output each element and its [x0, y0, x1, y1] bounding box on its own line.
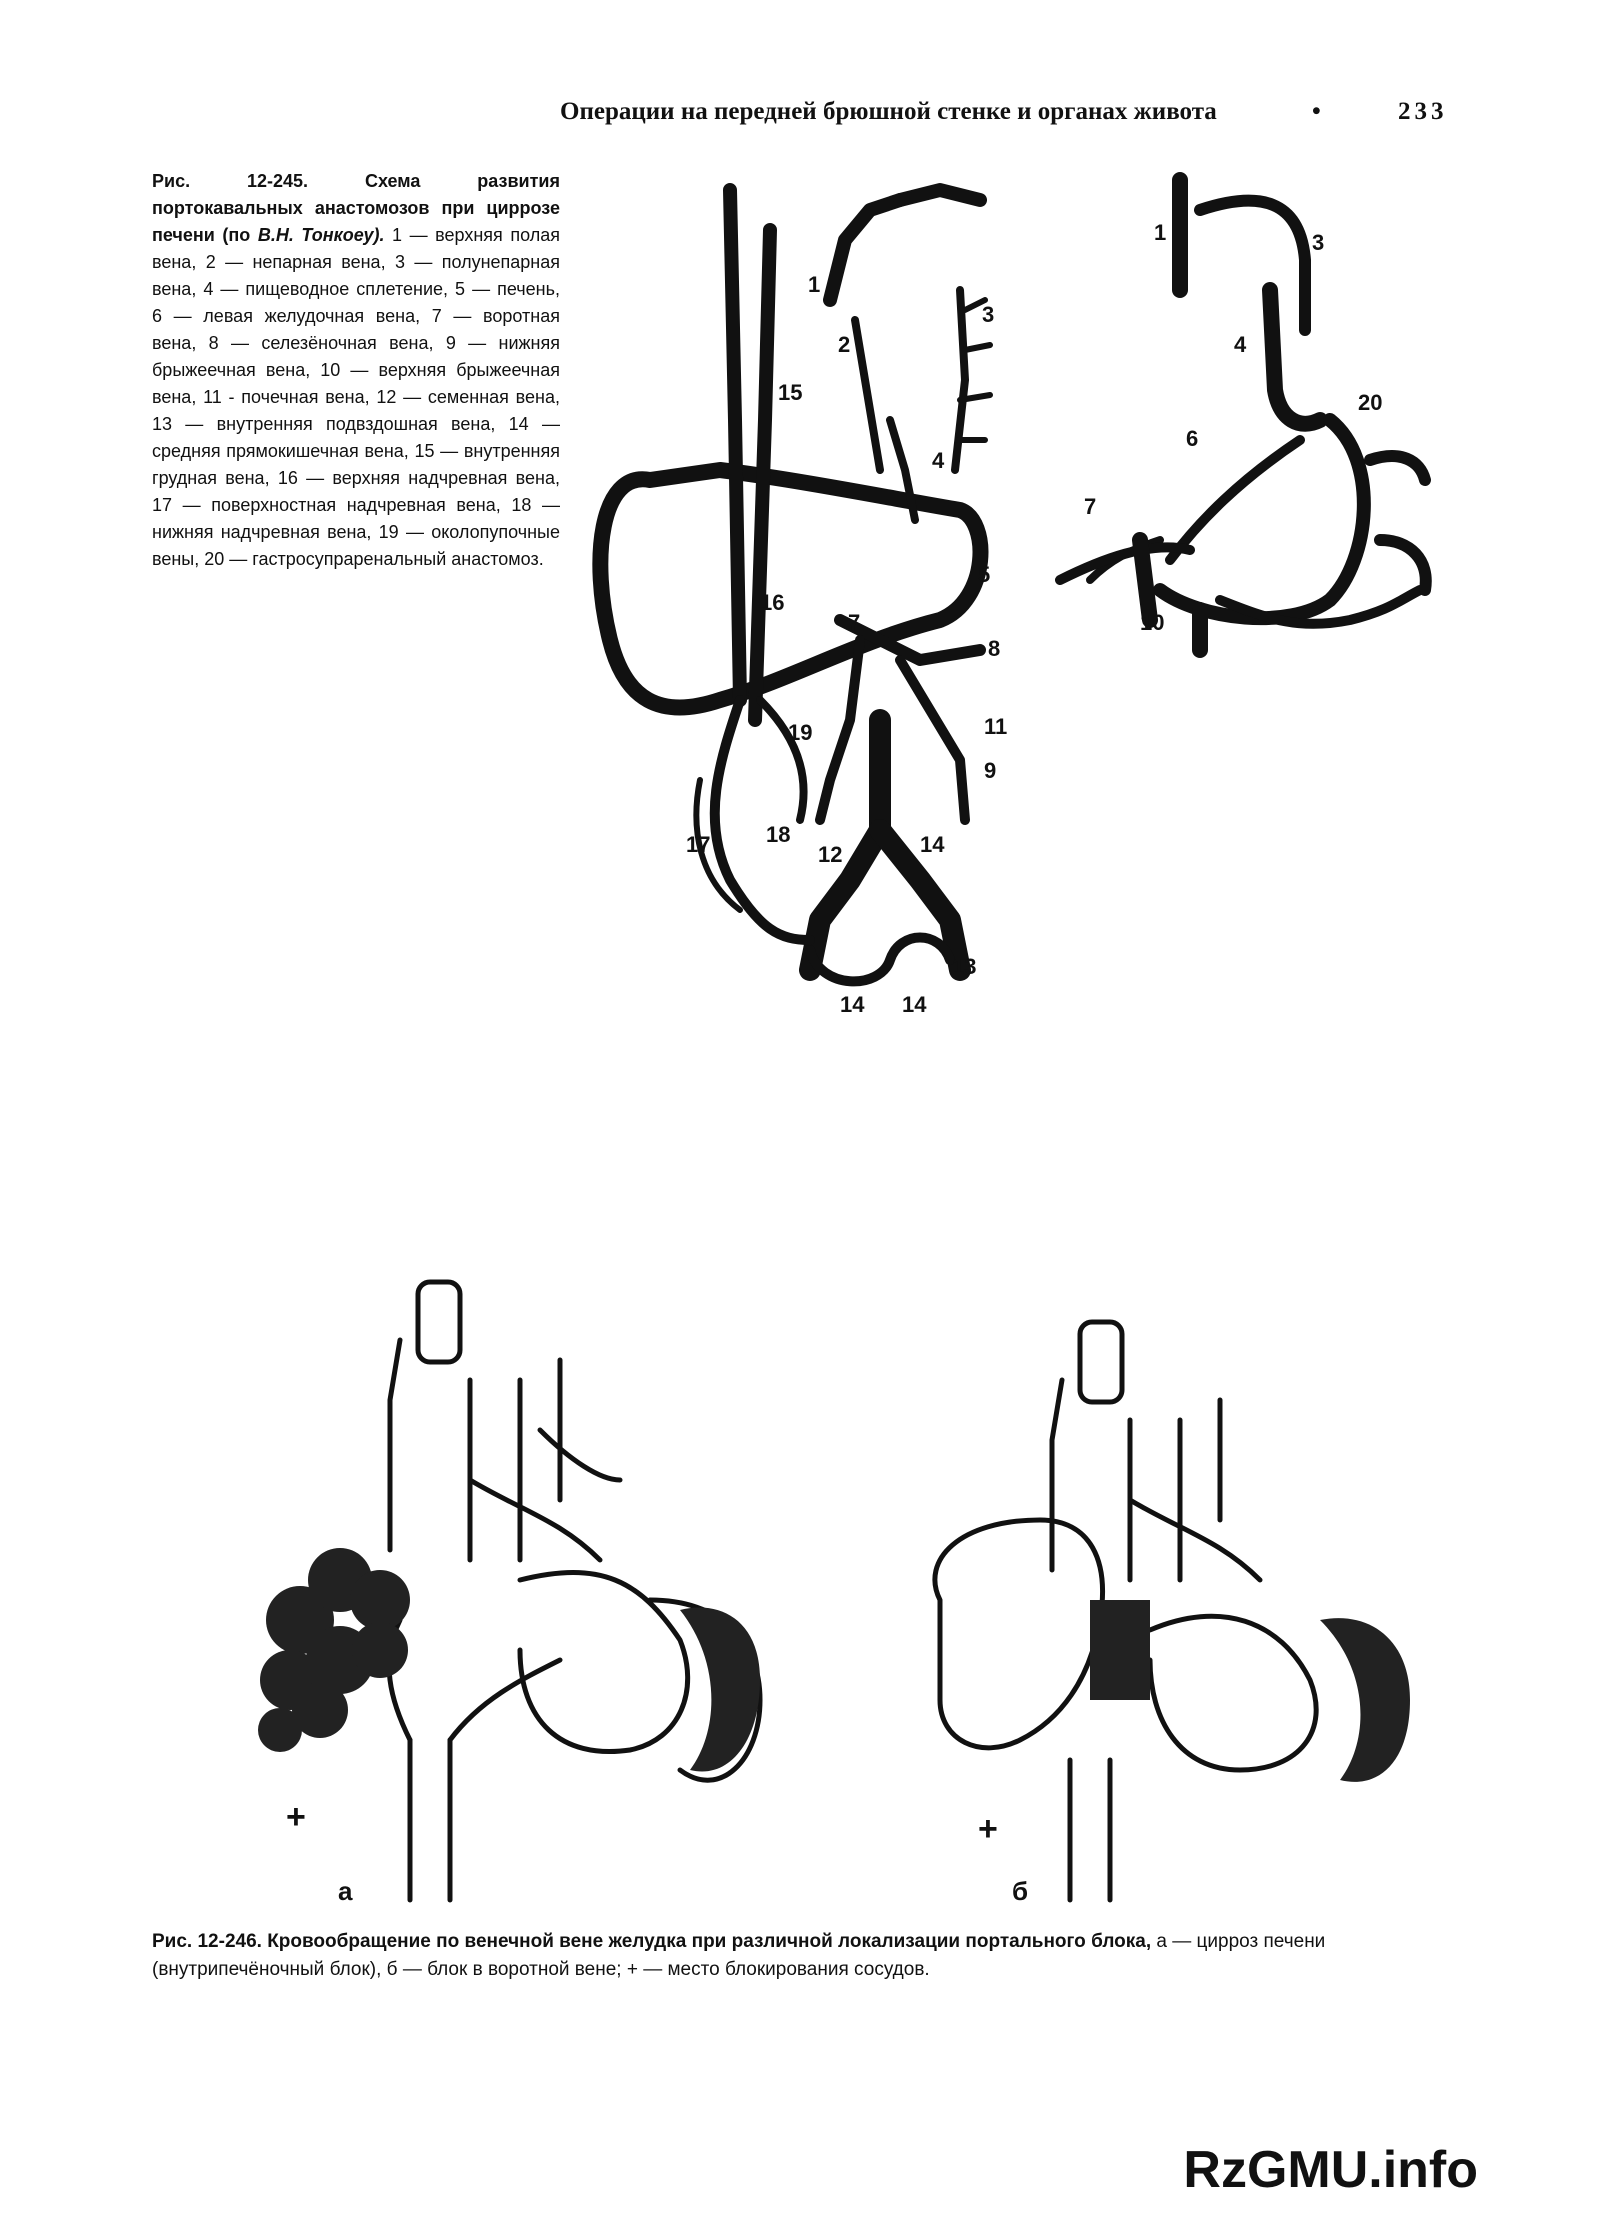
diagram-label-14-right: 14: [920, 832, 945, 857]
figure-246-panel-b: + б: [932, 1319, 1410, 1906]
figure-245-caption-author: В.Н. Тонкоеу).: [257, 225, 385, 245]
diagram-label-17: 17: [686, 832, 710, 857]
inset-label-1: 1: [1154, 220, 1166, 245]
diagram-label-11: 11: [984, 714, 1007, 739]
diagram-label-16: 16: [760, 590, 784, 615]
inset-label-6: 6: [1186, 426, 1198, 451]
running-head: Операции на передней брюшной стенке и ор…: [560, 98, 1460, 126]
watermark: RzGMU.info: [1183, 2141, 1478, 2199]
figure-246-panel-a: + а: [258, 1279, 763, 1906]
page-number: 233: [1398, 98, 1448, 125]
inset-label-7: 7: [1084, 494, 1096, 519]
inset-label-10: 10: [1140, 610, 1164, 635]
figure-245-caption-title: Рис. 12-245. Схема развития портокавальн…: [152, 171, 560, 245]
block-marker-b: +: [978, 1810, 998, 1848]
diagram-label-13: 13: [952, 954, 976, 979]
figure-246-caption-title: Рис. 12-246. Кровообращение по венечной …: [152, 1931, 1152, 1952]
block-marker-a: +: [286, 1798, 306, 1836]
diagram-label-2: 2: [838, 332, 850, 357]
figure-246-caption: Рис. 12-246. Кровообращение по венечной …: [152, 1928, 1452, 1984]
diagram-label-9: 9: [984, 758, 996, 783]
running-head-bullet: •: [1312, 98, 1321, 125]
figure-245-caption: Рис. 12-245. Схема развития портокавальн…: [152, 168, 560, 573]
diagram-label-14-bottom-left: 14: [840, 992, 865, 1017]
running-head-title: Операции на передней брюшной стенке и ор…: [560, 98, 1217, 125]
diagram-label-8: 8: [988, 636, 1000, 661]
inset-label-20: 20: [1358, 390, 1382, 415]
diagram-label-3: 3: [982, 302, 994, 327]
diagram-label-4: 4: [932, 448, 945, 473]
diagram-label-18: 18: [766, 822, 790, 847]
diagram-label-14-bottom-right: 14: [902, 992, 927, 1017]
panel-a-label: а: [338, 1876, 353, 1906]
diagram-label-12: 12: [818, 842, 842, 867]
figure-246-caption-body: а — цирроз печени (внутрипечёночный блок…: [152, 1931, 1326, 1980]
diagram-label-1: 1: [808, 272, 820, 297]
diagram-label-19: 19: [788, 720, 812, 745]
diagram-label-5: 5: [978, 562, 990, 587]
diagram-label-15: 15: [778, 380, 802, 405]
figure-245-caption-body: 1 — верхняя полая вена, 2 — непарная вен…: [152, 225, 560, 569]
inset-label-3: 3: [1312, 230, 1324, 255]
inset-label-4: 4: [1234, 332, 1247, 357]
panel-b-label: б: [1012, 1876, 1028, 1906]
diagram-label-7: 7: [848, 610, 860, 635]
